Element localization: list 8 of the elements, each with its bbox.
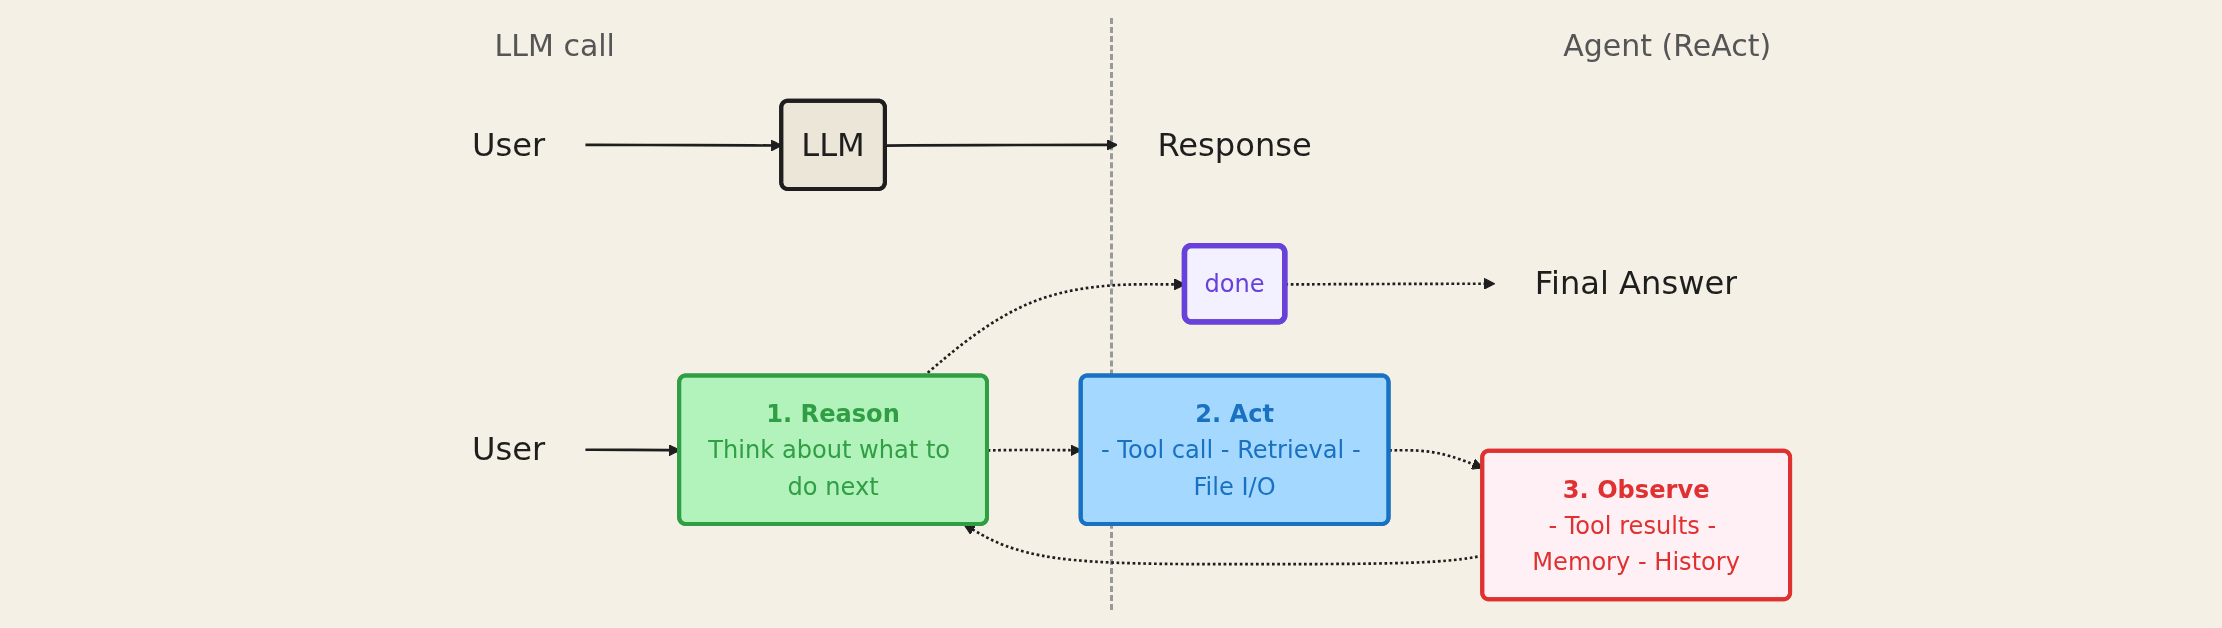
flowchart-diagram: User LLM Response User 1. Reason Think about what to do next 2. Act - Tool call - Retrieval - File I/O 3. Observe - Tool results - Memory - History done Final Answer xyxy=(0,90,2222,610)
node-text: Final Answer xyxy=(1534,265,1738,303)
panel-heading: LLM call xyxy=(494,28,615,63)
node-text: Response xyxy=(1157,126,1312,164)
node-text: User xyxy=(472,430,546,469)
panel-heading: Agent (ReAct) xyxy=(1563,28,1772,63)
arrow xyxy=(885,139,1118,151)
node-text: User xyxy=(472,126,546,164)
